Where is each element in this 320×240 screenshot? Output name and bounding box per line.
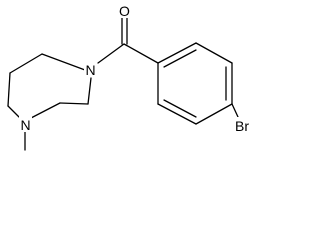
molecule-structure: O N N Br [7, 3, 252, 151]
ring-bond-n5-c6 [30, 102, 61, 119]
ring-bond-c2-c3 [9, 53, 43, 74]
c-br-bond [231, 103, 239, 118]
structure-canvas: O N N Br [7, 3, 252, 151]
ring-bond-c4-n5 [7, 105, 20, 118]
ring-bond-c6-c7 [59, 102, 89, 105]
benzene-bond-2 [195, 42, 233, 64]
benzene-bond-4 [195, 103, 233, 125]
bromine-label-bg [232, 117, 252, 133]
benzene-inner-double-1 [163, 49, 197, 68]
bromine-label: Br [235, 118, 249, 134]
methyl-nitrogen-label: N [20, 117, 30, 133]
oxygen-label: O [119, 3, 130, 19]
benzene-bond-5 [157, 103, 197, 125]
amide-n-label-bg [84, 61, 97, 77]
carbonyl-to-n-bond [97, 43, 125, 64]
methyl-n-label-bg [19, 116, 32, 132]
ring-bond-c7-n1 [87, 77, 92, 105]
ring-bond-c3-c4 [7, 72, 11, 107]
benzene-bond-1 [157, 42, 197, 64]
carbonyl-to-ring-bond [123, 43, 159, 64]
amide-nitrogen-label: N [85, 62, 95, 78]
benzene-inner-double-3 [163, 99, 197, 118]
oxygen-label-bg [118, 3, 131, 18]
ring-bond-n1-c2 [41, 53, 86, 71]
